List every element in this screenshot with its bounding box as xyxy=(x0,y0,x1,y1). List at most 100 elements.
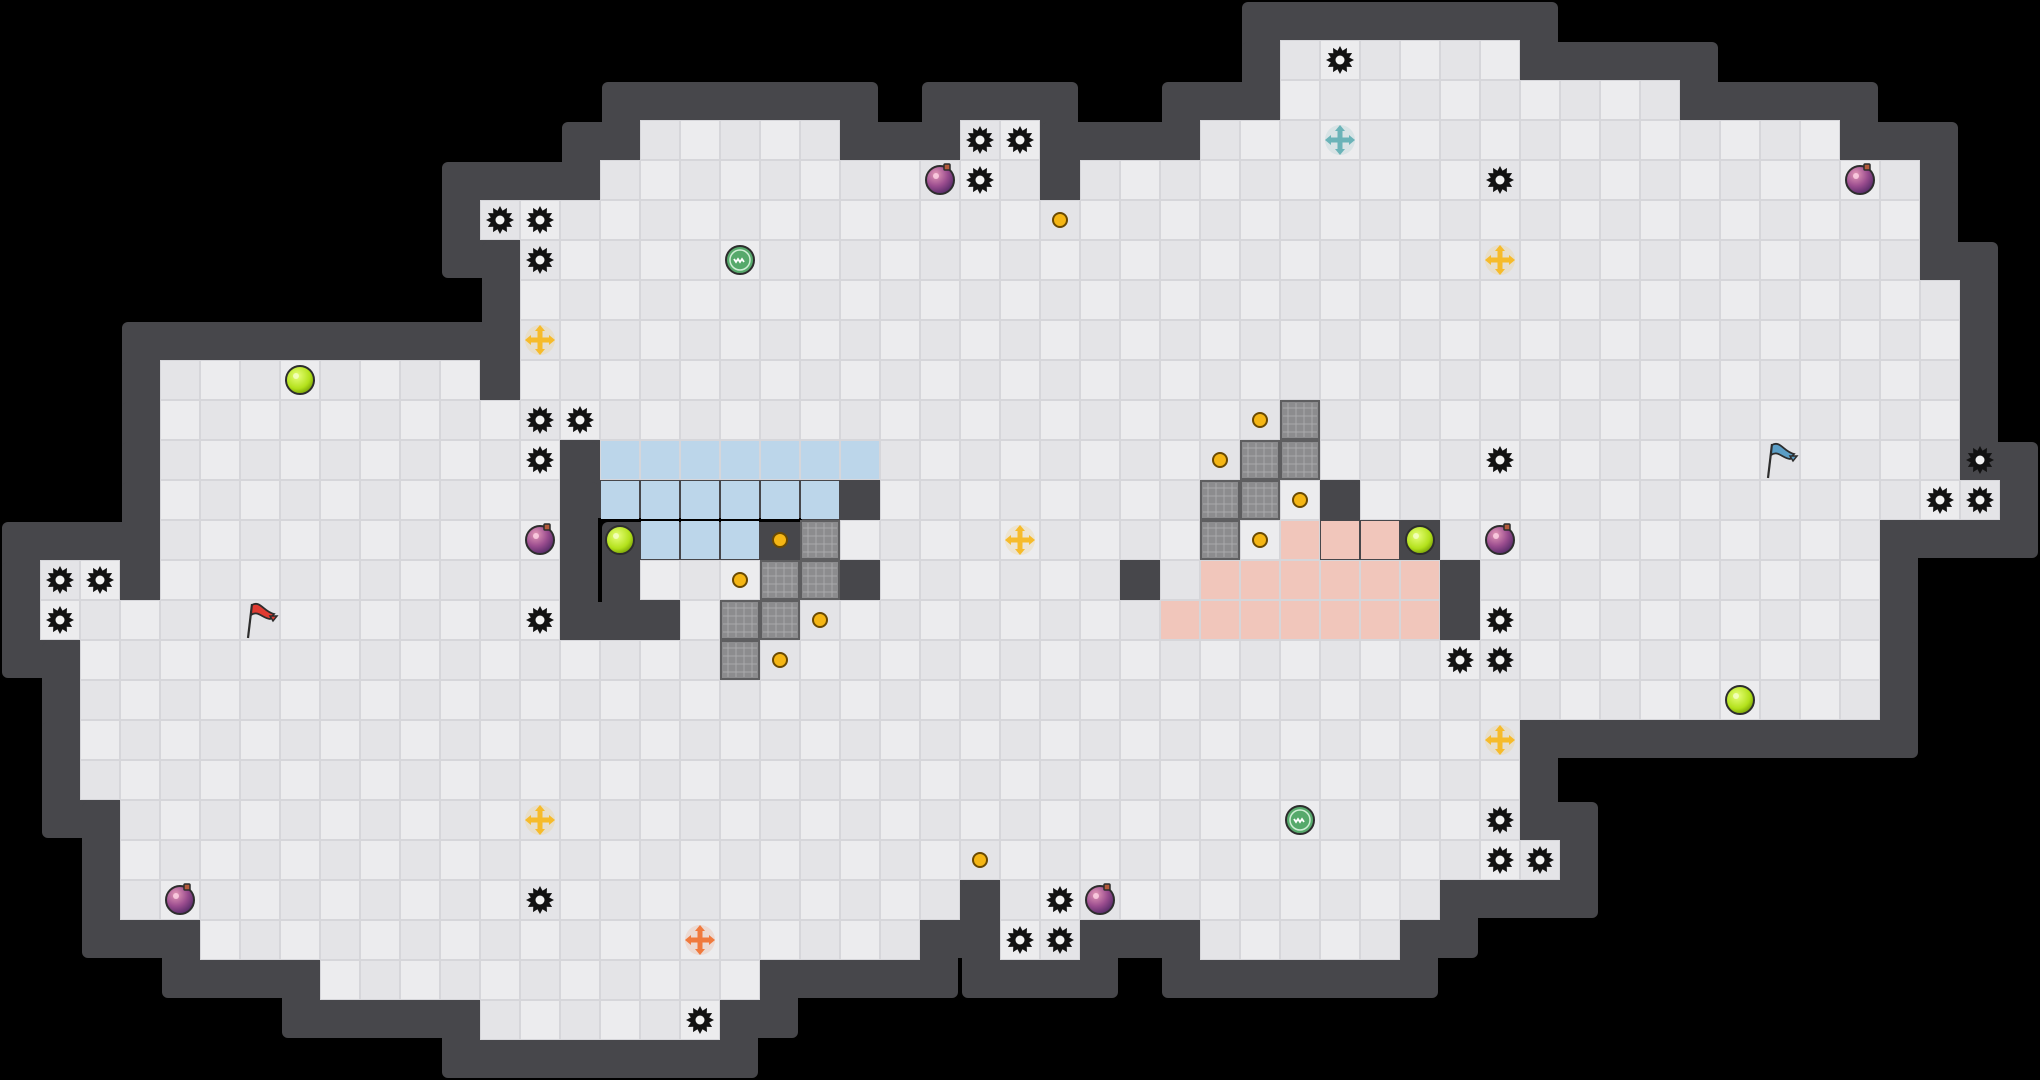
floor-tile xyxy=(1800,640,1840,680)
floor-tile xyxy=(360,680,400,720)
floor-tile xyxy=(400,400,440,440)
floor-tile xyxy=(760,280,800,320)
floor-tile xyxy=(920,880,960,920)
floor-tile xyxy=(1480,80,1520,120)
floor-tile xyxy=(560,760,600,800)
floor-tile xyxy=(800,200,840,240)
floor-tile xyxy=(1880,160,1920,200)
floor-tile xyxy=(120,840,160,880)
floor-tile xyxy=(1440,120,1480,160)
floor-tile xyxy=(1240,800,1280,840)
floor-tile xyxy=(680,640,720,680)
floor-tile xyxy=(1480,560,1520,600)
floor-tile xyxy=(1120,160,1160,200)
floor-tile xyxy=(240,520,280,560)
floor-tile xyxy=(1520,160,1560,200)
purple-potion-icon xyxy=(925,163,955,195)
metal-block xyxy=(1200,480,1240,520)
floor-tile xyxy=(1440,440,1480,480)
blue-zone-tile xyxy=(761,441,799,479)
floor-tile xyxy=(440,400,480,440)
floor-tile xyxy=(960,400,1000,440)
floor-tile xyxy=(560,360,600,400)
floor-tile xyxy=(880,560,920,600)
floor-tile xyxy=(1720,360,1760,400)
floor-tile xyxy=(1200,800,1240,840)
red-zone-tile xyxy=(1361,601,1399,639)
floor-tile xyxy=(1360,760,1400,800)
floor-tile xyxy=(200,880,240,920)
floor-tile xyxy=(1560,240,1600,280)
floor-tile xyxy=(80,760,120,800)
floor-tile xyxy=(800,760,840,800)
floor-tile xyxy=(1440,360,1480,400)
floor-tile xyxy=(600,280,640,320)
floor-tile xyxy=(960,320,1000,360)
floor-tile xyxy=(1160,160,1200,200)
floor-tile xyxy=(1000,280,1040,320)
floor-tile xyxy=(1560,120,1600,160)
floor-tile xyxy=(1560,640,1600,680)
floor-tile xyxy=(1560,680,1600,720)
floor-tile xyxy=(680,760,720,800)
floor-tile xyxy=(720,200,760,240)
blue-zone-tile xyxy=(681,481,719,519)
floor-tile xyxy=(1160,760,1200,800)
red-zone-tile xyxy=(1401,561,1439,599)
floor-tile xyxy=(1280,120,1320,160)
floor-tile xyxy=(320,800,360,840)
floor-tile xyxy=(1080,440,1120,480)
floor-tile xyxy=(1000,360,1040,400)
floor-tile xyxy=(800,160,840,200)
floor-tile xyxy=(1040,600,1080,640)
floor-tile xyxy=(1040,720,1080,760)
floor-tile xyxy=(440,480,480,520)
blue-zone-tile xyxy=(601,441,639,479)
floor-tile xyxy=(400,800,440,840)
red-zone-tile xyxy=(1361,521,1399,559)
floor-tile xyxy=(1160,240,1200,280)
floor-tile xyxy=(960,280,1000,320)
floor-tile xyxy=(360,640,400,680)
floor-tile xyxy=(200,360,240,400)
floor-tile xyxy=(1360,40,1400,80)
floor-tile xyxy=(160,400,200,440)
floor-tile xyxy=(1360,840,1400,880)
floor-tile xyxy=(200,920,240,960)
floor-tile xyxy=(360,800,400,840)
floor-tile xyxy=(320,920,360,960)
gold-coin-icon xyxy=(732,572,748,588)
floor-tile xyxy=(1480,320,1520,360)
floor-tile xyxy=(1000,160,1040,200)
floor-tile xyxy=(920,520,960,560)
floor-tile xyxy=(1400,200,1440,240)
floor-tile xyxy=(1520,200,1560,240)
floor-tile xyxy=(1160,560,1200,600)
floor-tile xyxy=(560,240,600,280)
floor-tile xyxy=(680,160,720,200)
floor-tile xyxy=(1120,440,1160,480)
purple-potion-icon xyxy=(525,523,555,555)
floor-tile xyxy=(1640,280,1680,320)
spiked-saw-blade-icon xyxy=(1006,126,1034,154)
floor-tile xyxy=(1760,480,1800,520)
floor-tile xyxy=(960,520,1000,560)
floor-tile xyxy=(280,560,320,600)
floor-tile xyxy=(1280,720,1320,760)
floor-tile xyxy=(480,480,520,520)
floor-tile xyxy=(1320,280,1360,320)
floor-tile xyxy=(560,320,600,360)
floor-tile xyxy=(1080,840,1120,880)
floor-tile xyxy=(280,800,320,840)
floor-tile xyxy=(960,640,1000,680)
floor-tile xyxy=(120,880,160,920)
floor-tile xyxy=(600,240,640,280)
floor-tile xyxy=(160,440,200,480)
floor-tile xyxy=(760,880,800,920)
floor-tile xyxy=(1120,840,1160,880)
floor-tile xyxy=(440,920,480,960)
floor-tile xyxy=(520,840,560,880)
floor-tile xyxy=(1240,760,1280,800)
floor-tile xyxy=(800,720,840,760)
floor-tile xyxy=(1000,720,1040,760)
